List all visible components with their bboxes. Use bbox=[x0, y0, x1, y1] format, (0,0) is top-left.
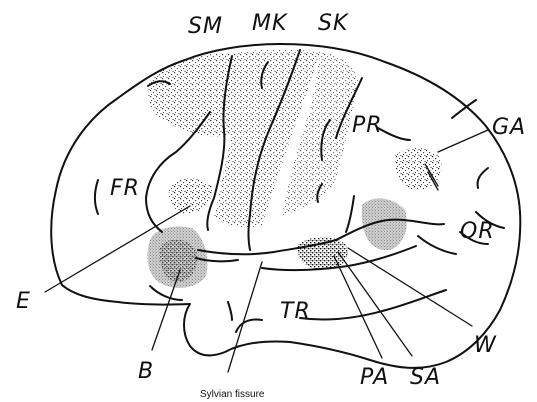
region-frontal-eye bbox=[169, 178, 212, 214]
region-primary-auditory bbox=[298, 237, 348, 270]
label-sk: SK bbox=[318, 11, 349, 36]
label-or: OR bbox=[460, 219, 495, 244]
label-sa: SA bbox=[410, 365, 441, 390]
label-mk: MK bbox=[252, 11, 288, 36]
label-sm: SM bbox=[188, 14, 223, 39]
label-b: B bbox=[138, 359, 154, 384]
label-sylvian-fissure: Sylvian fissure bbox=[200, 389, 265, 400]
label-ga: GA bbox=[492, 115, 526, 140]
region-supplementary-motor bbox=[148, 54, 240, 137]
label-fr: FR bbox=[110, 176, 140, 201]
label-pr: PR bbox=[352, 113, 383, 138]
label-tr: TR bbox=[280, 299, 311, 324]
label-w: W bbox=[474, 333, 497, 358]
label-pa: PA bbox=[360, 365, 389, 390]
label-e: E bbox=[16, 289, 31, 314]
